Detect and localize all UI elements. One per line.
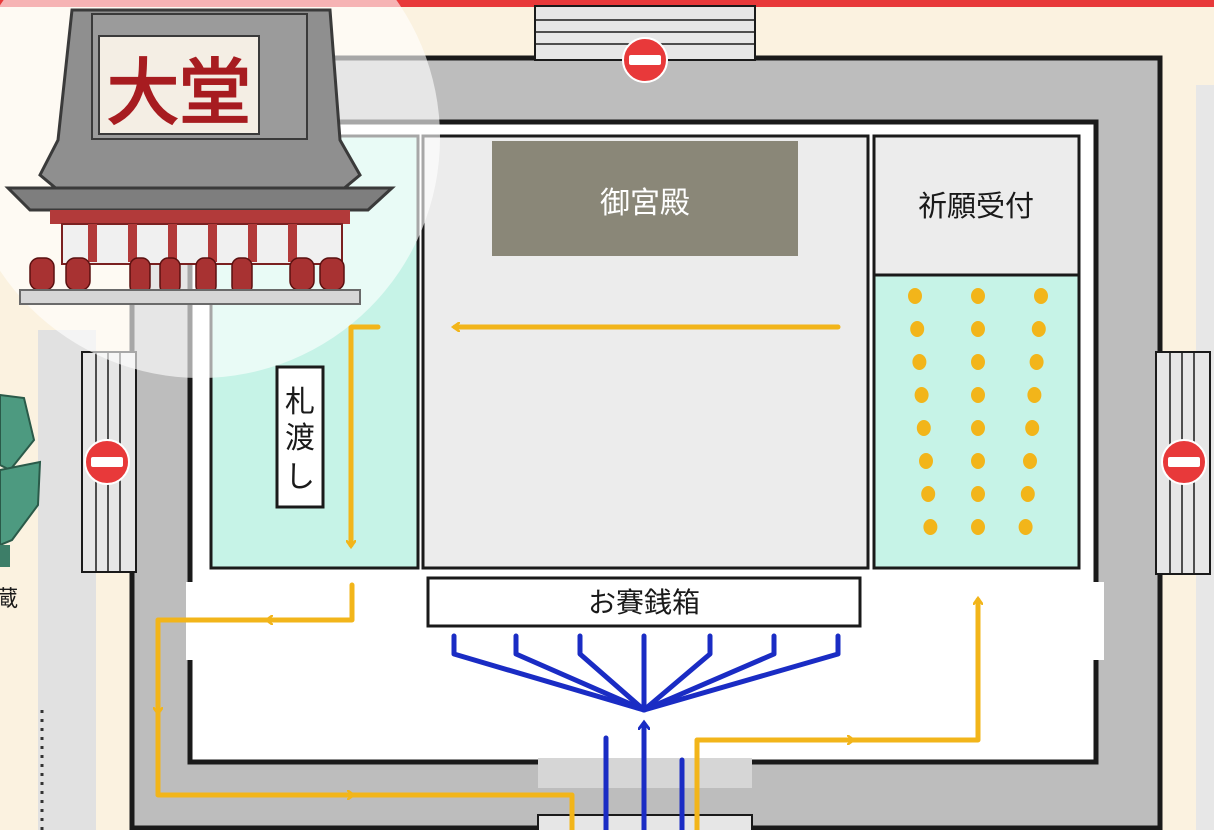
queue-dot	[908, 288, 922, 304]
queue-dot	[919, 453, 933, 469]
flow-arrow-exit-bottom	[155, 687, 575, 830]
charm-counter-char-3: し	[285, 460, 315, 495]
neighbor-building-roof	[0, 393, 42, 567]
charm-counter-char-2: 渡	[285, 421, 315, 456]
prayer-reception-label: 祈願受付	[918, 189, 1034, 223]
wall-gap-right	[1088, 582, 1104, 660]
flow-arrow-to-reception	[837, 600, 978, 743]
queue-dot	[914, 387, 929, 403]
sanctuary-label: 御宮殿	[600, 186, 690, 221]
queue-dot	[912, 354, 927, 370]
charm-counter-sign	[275, 365, 325, 509]
queue-dot	[1018, 519, 1033, 535]
queue-dot	[1027, 387, 1042, 403]
queue-dot	[971, 486, 985, 502]
main-hall-illustration: 大堂	[0, 0, 440, 378]
queue-dot	[1025, 420, 1040, 436]
main-hall-sign: 大堂	[107, 50, 251, 135]
queue-dot	[971, 387, 985, 403]
queue-dot	[916, 420, 931, 436]
header-accent-bar	[0, 0, 1214, 7]
queue-dot	[910, 321, 925, 337]
no-entry-icon-top	[622, 37, 668, 83]
offering-box	[426, 576, 862, 628]
queue-dot	[1029, 354, 1044, 370]
flow-arrow-charm-down	[351, 324, 381, 545]
queue-dot	[1023, 453, 1037, 469]
sanctuary-block	[492, 141, 798, 256]
queue-dot	[971, 519, 985, 535]
queue-dot	[971, 288, 985, 304]
queue-dot	[923, 519, 938, 535]
neighbor-building-label: 蔵	[0, 587, 18, 612]
queue-dot	[971, 321, 985, 337]
charm-counter-char-1: 札	[285, 385, 315, 420]
queue-dot	[971, 354, 985, 370]
offering-box-label: お賽銭箱	[588, 586, 700, 619]
prayer-reception-header	[872, 134, 1081, 277]
flow-arrow-exit-down	[158, 617, 303, 712]
no-entry-icon-left	[84, 439, 130, 485]
flow-blue	[451, 633, 841, 830]
flow-yellow	[158, 327, 978, 830]
no-entry-icon-right	[1161, 439, 1207, 485]
queue-dot	[1020, 486, 1035, 502]
queue-dots	[908, 288, 1048, 535]
queue-dot	[1031, 321, 1046, 337]
queue-dot	[971, 453, 985, 469]
queue-dot	[1034, 288, 1048, 304]
queue-dot	[921, 486, 936, 502]
flow-arrow-enter-right	[694, 740, 852, 830]
queue-dot	[971, 420, 985, 436]
stairs-top	[534, 5, 756, 61]
